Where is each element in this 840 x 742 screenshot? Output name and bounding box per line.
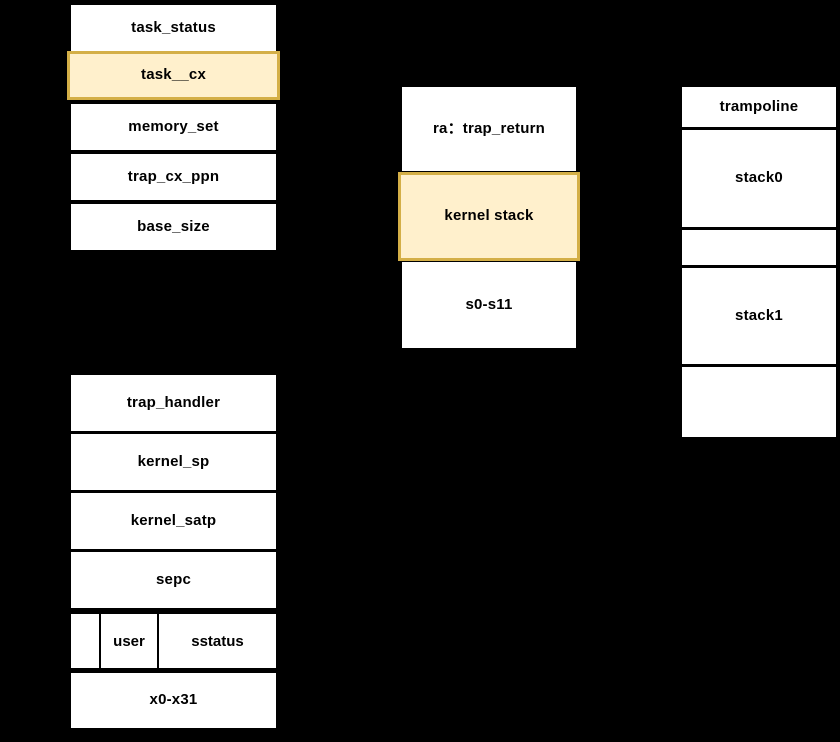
- taskctx-row-kernel-stack-highlighted: kernel stack: [398, 172, 580, 261]
- trapctx-split-cell-sstatus: sstatus: [157, 612, 278, 670]
- taskctx-row-s0-s11: s0-s11: [400, 260, 578, 350]
- trapctx-row-trap-handler: trap_handler: [69, 373, 278, 433]
- kernelspace-row-gap-1: [680, 228, 838, 267]
- kernelspace-row-trampoline: trampoline: [680, 85, 838, 129]
- trapctx-row-x0-x31: x0-x31: [69, 671, 278, 730]
- kernelspace-row-stack1: stack1: [680, 266, 838, 366]
- kernelspace-row-gap-2: [680, 365, 838, 439]
- trapctx-split-cell-user: user: [99, 612, 159, 670]
- tcb-row-task-status: task_status: [69, 3, 278, 53]
- trapctx-row-sepc: sepc: [69, 550, 278, 610]
- trapctx-split-cell-blank: [69, 612, 101, 670]
- tcb-row-trap-cx-ppn: trap_cx_ppn: [69, 152, 278, 202]
- tcb-row-base-size: base_size: [69, 202, 278, 252]
- tcb-row-memory-set: memory_set: [69, 102, 278, 152]
- trapctx-row-kernel-sp: kernel_sp: [69, 432, 278, 492]
- trapctx-row-kernel-satp: kernel_satp: [69, 491, 278, 551]
- tcb-row-task-cx-highlighted: task__cx: [67, 51, 280, 100]
- kernelspace-row-stack0: stack0: [680, 128, 838, 229]
- taskctx-row-ra-trap-return: ra：trap_return: [400, 85, 578, 173]
